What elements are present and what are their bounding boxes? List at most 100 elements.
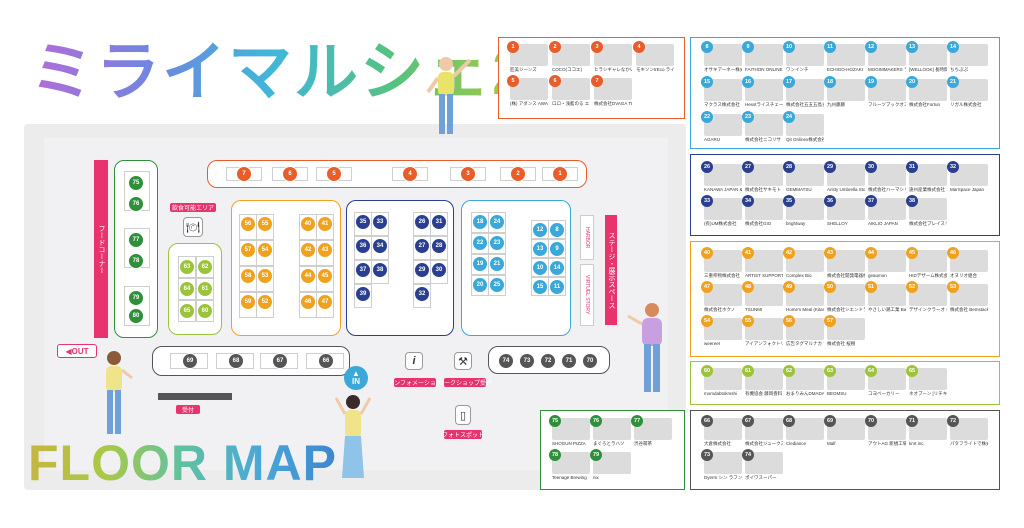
exhibitor-card[interactable]: 33(有)UM株式会社 <box>701 195 742 226</box>
booth-8[interactable]: 8 <box>549 222 565 238</box>
booth-27[interactable]: 27 <box>414 238 430 254</box>
booth-64[interactable]: 64 <box>179 281 195 297</box>
booth-60[interactable]: 60 <box>197 303 213 319</box>
booth-5[interactable]: 5 <box>326 166 342 182</box>
booth-55[interactable]: 55 <box>257 216 273 232</box>
exhibitor-card[interactable]: 45HIDデザーム株式会社 <box>906 247 947 278</box>
booth-70[interactable]: 70 <box>582 353 598 369</box>
booth-78[interactable]: 78 <box>128 253 144 269</box>
booth-36[interactable]: 36 <box>355 238 371 254</box>
booth-77[interactable]: 77 <box>128 232 144 248</box>
booth-35[interactable]: 35 <box>355 214 371 230</box>
booth-38[interactable]: 38 <box>372 262 388 278</box>
booth-79[interactable]: 79 <box>128 290 144 306</box>
booth-23[interactable]: 23 <box>489 235 505 251</box>
booth-7[interactable]: 7 <box>236 166 252 182</box>
booth-34[interactable]: 34 <box>372 238 388 254</box>
booth-11[interactable]: 11 <box>549 279 565 295</box>
booth-59[interactable]: 59 <box>240 294 256 310</box>
booth-46[interactable]: 46 <box>300 294 316 310</box>
exhibitor-card[interactable]: 8オサキアーネー株式会社 <box>701 41 742 72</box>
booth-22[interactable]: 22 <box>472 235 488 251</box>
booth-42[interactable]: 42 <box>300 242 316 258</box>
booth-69[interactable]: 69 <box>182 353 198 369</box>
exhibitor-card[interactable]: 6ロロ・浅藍のる エリ・クリエート ミラ・ファイター <box>549 75 590 106</box>
booth-58[interactable]: 58 <box>240 268 256 284</box>
booth-47[interactable]: 47 <box>317 294 333 310</box>
booth-67[interactable]: 67 <box>272 353 288 369</box>
exhibitor-card[interactable]: 16Hesstライスチェース <box>742 76 783 107</box>
booth-40[interactable]: 40 <box>300 216 316 232</box>
booth-80[interactable]: 80 <box>128 308 144 324</box>
booth-57[interactable]: 57 <box>240 242 256 258</box>
booth-63[interactable]: 63 <box>179 259 195 275</box>
booth-44[interactable]: 44 <box>300 268 316 284</box>
booth-41[interactable]: 41 <box>317 216 333 232</box>
booth-61[interactable]: 61 <box>197 281 213 297</box>
booth-15[interactable]: 15 <box>532 279 548 295</box>
booth-74[interactable]: 74 <box>498 353 514 369</box>
booth-72[interactable]: 72 <box>540 353 556 369</box>
booth-62[interactable]: 62 <box>197 259 213 275</box>
booth-1[interactable]: 1 <box>552 166 568 182</box>
booth-4[interactable]: 4 <box>402 166 418 182</box>
exhibitor-card[interactable]: 38株式会社プレイスリープ <box>906 195 947 226</box>
booth-21[interactable]: 21 <box>489 256 505 272</box>
booth-73[interactable]: 73 <box>519 353 535 369</box>
exhibitor-card[interactable]: 62おまりみんDMADANE <box>783 365 824 396</box>
booth-54[interactable]: 54 <box>257 242 273 258</box>
booth-56[interactable]: 56 <box>240 216 256 232</box>
booth-52[interactable]: 52 <box>257 294 273 310</box>
booth-39[interactable]: 39 <box>355 286 371 302</box>
booth-75[interactable]: 75 <box>128 175 144 191</box>
booth-66[interactable]: 66 <box>318 353 334 369</box>
